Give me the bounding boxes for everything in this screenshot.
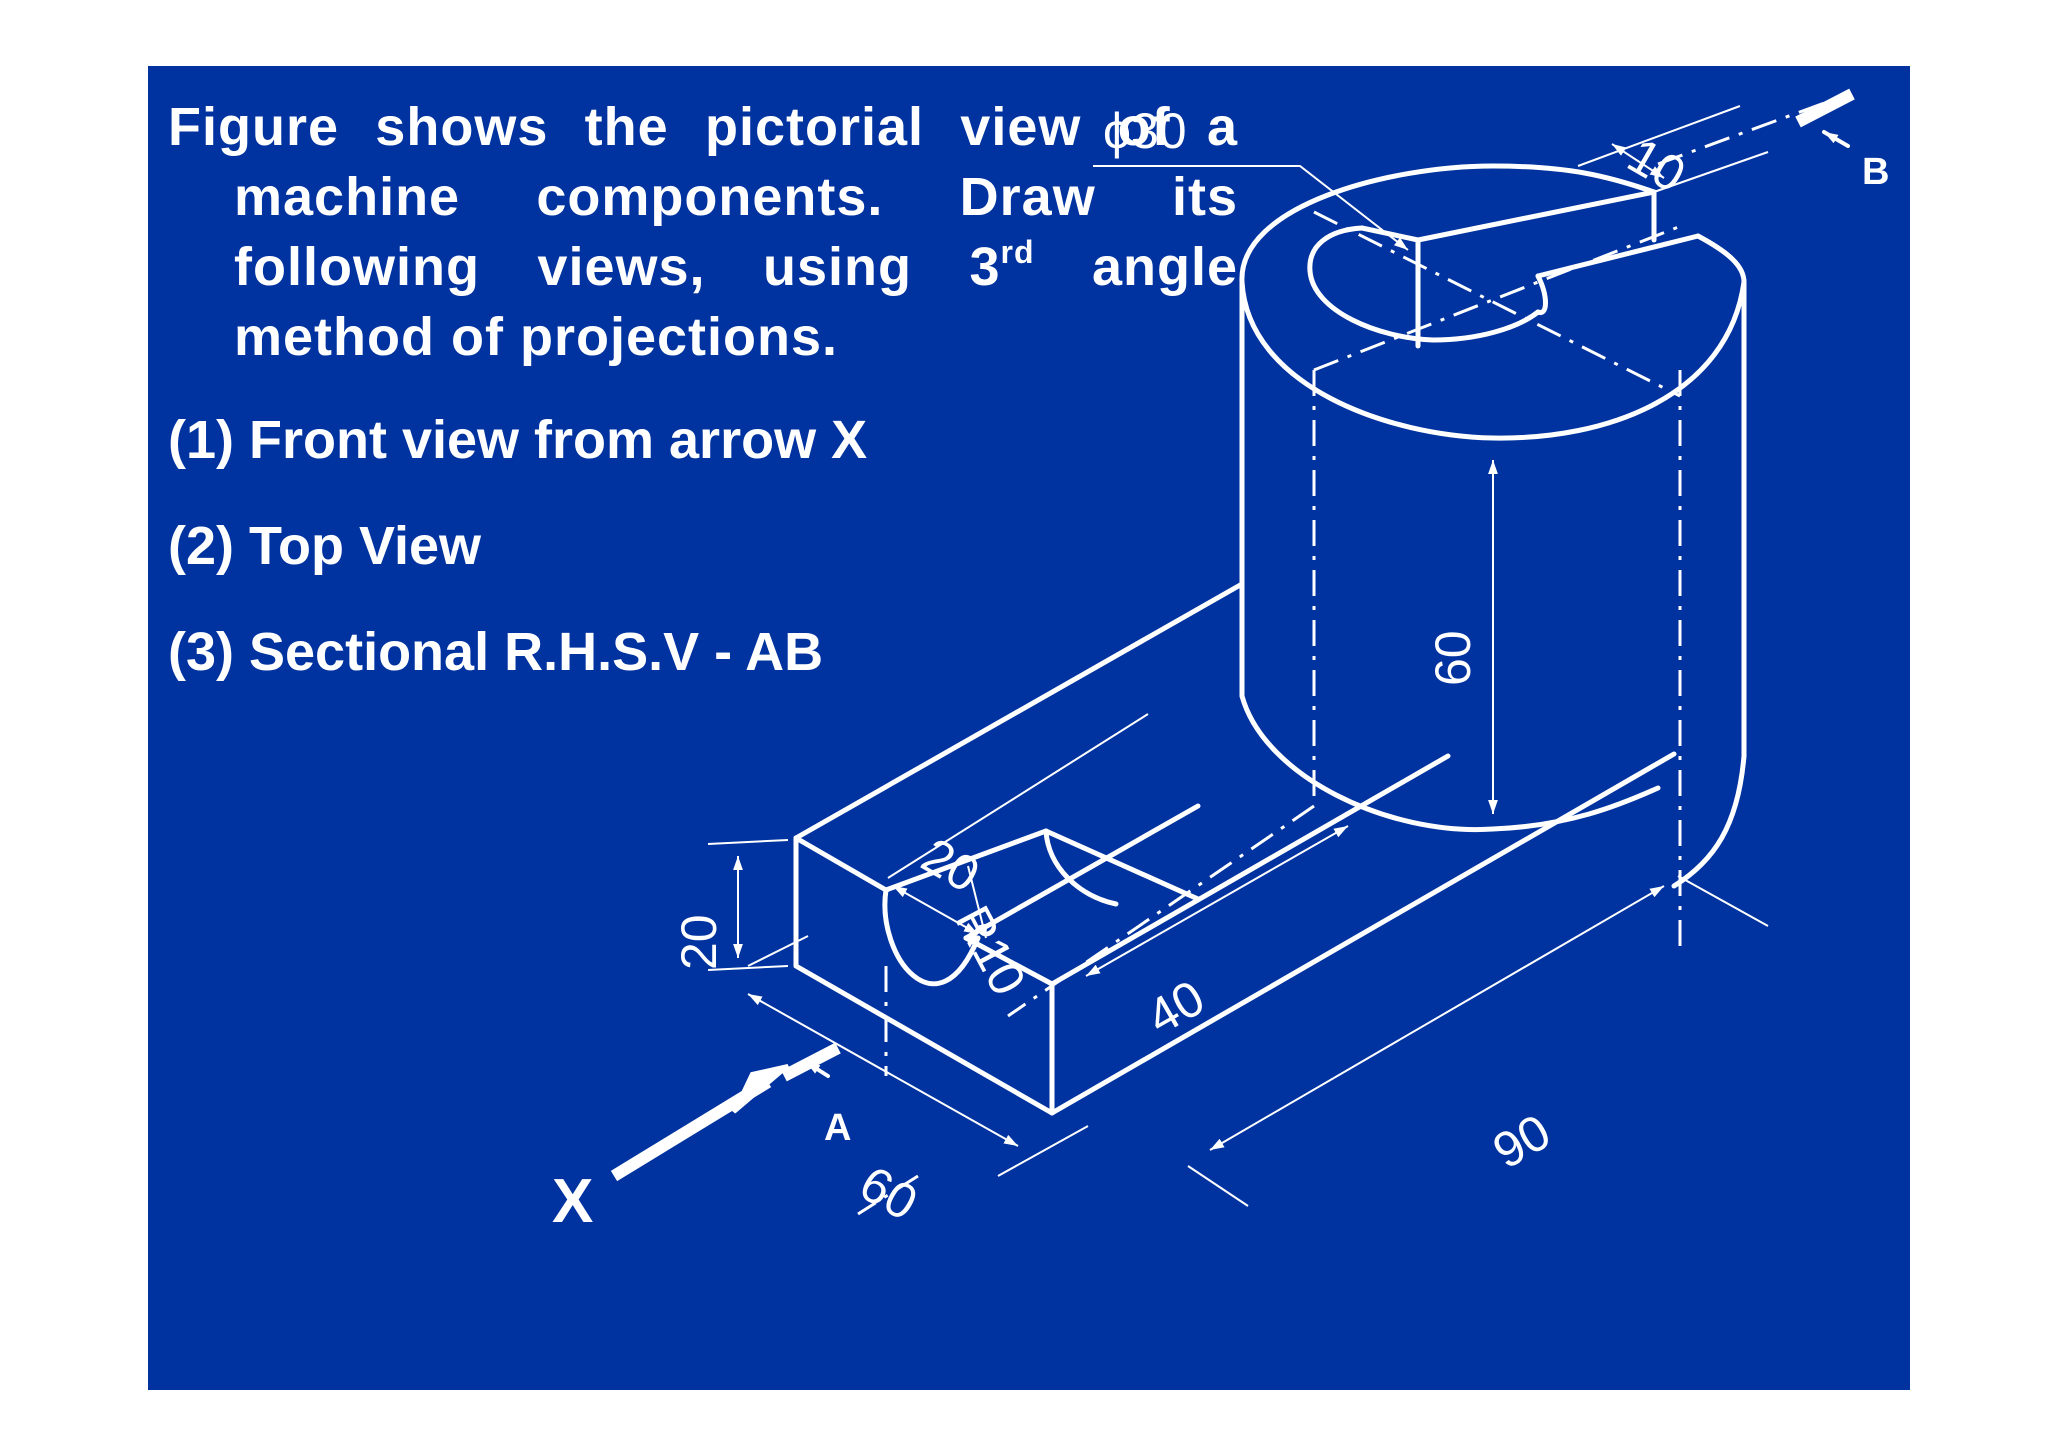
base-width-ext — [747, 935, 809, 967]
base-groove-end-edge — [963, 935, 1055, 987]
base-height-ext-bottom — [707, 965, 789, 971]
task-top-view: (2) Top View — [168, 516, 482, 576]
view-x-label: X — [552, 1167, 593, 1236]
base-right-top-edge — [1049, 753, 1451, 987]
statement-superscript: rd — [1000, 234, 1035, 270]
groove-left-edge — [883, 828, 1049, 893]
base-length-ext-2 — [1187, 1165, 1249, 1207]
hole-ellipse-back — [1359, 225, 1421, 243]
view-x-arrow-head — [732, 1064, 790, 1114]
dimension-lines — [707, 105, 1769, 1207]
slot-inner-arc — [1535, 273, 1548, 315]
instructions-panel: Figure shows the pictorial view of a mac… — [168, 92, 1238, 684]
base-height-ext-top — [707, 839, 789, 845]
base-width-ext-2 — [997, 1125, 1089, 1177]
slot-width-ext-2 — [1653, 151, 1769, 193]
base-top-left-edge — [793, 581, 1245, 841]
base-length-label: 90 — [1484, 1103, 1560, 1179]
slot-floor — [1535, 233, 1701, 279]
groove-width-dim — [887, 713, 1149, 879]
top-diagonal-centerline-2 — [1313, 222, 1687, 372]
task-front-view: (1) Front view from arrow X — [168, 410, 868, 470]
isometric-drawing: ϕ30 10 60 20 R10 40 20 60 90 X A B — [552, 88, 1889, 1236]
section-a-arrow — [804, 1060, 830, 1078]
section-b-label: B — [1862, 151, 1889, 193]
cylinder-bottom-front-curve — [1239, 693, 1661, 833]
section-plane-line-a — [857, 1174, 919, 1216]
cylinder-top-outer-back — [1239, 163, 1657, 285]
problem-statement: Figure shows the pictorial view of a mac… — [168, 92, 1238, 372]
groove-front-arc — [882, 887, 981, 987]
groove-width-dim-arrow — [892, 885, 979, 935]
section-a-cut-mark — [781, 1042, 841, 1082]
statement-part-1: Figure shows the pictorial view of a mac… — [168, 97, 1238, 297]
cylinder-top-outer-front — [1239, 279, 1747, 441]
section-plane-line-b — [1657, 96, 1839, 166]
groove-rear-arc — [1043, 828, 1119, 907]
groove-radius-leader — [967, 865, 988, 939]
drawing-sheet: ϕ30 10 60 20 R10 40 20 60 90 X A B Figur… — [148, 66, 1910, 1390]
slot-top-edge — [1415, 189, 1657, 243]
cylinder-bottom-back-curve — [1671, 753, 1747, 889]
base-width-dim — [747, 993, 1019, 1147]
slot-width-ext — [1577, 105, 1741, 167]
section-b-cut-mark — [1795, 88, 1855, 128]
base-width-label: 60 — [851, 1155, 927, 1231]
section-a-label: A — [824, 1107, 851, 1149]
base-top-front-edge — [793, 835, 889, 893]
base-length-ext — [1677, 875, 1769, 927]
hole-diameter-leader — [1093, 165, 1409, 251]
section-b-arrow — [1822, 130, 1850, 148]
hole-diameter-label: ϕ30 — [1103, 103, 1187, 159]
statement-part-2: angle method of projections. — [234, 237, 1238, 367]
hole-ellipse — [1307, 225, 1541, 343]
groove-length-label: 40 — [1138, 969, 1214, 1045]
view-markers — [610, 88, 1855, 1182]
groove-radius-label: R10 — [944, 897, 1037, 1004]
task-sectional-view: (3) Sectional R.H.S.V - AB — [168, 622, 824, 682]
base-height-label: 20 — [671, 914, 727, 970]
cylinder-height-label: 60 — [1425, 630, 1481, 686]
top-diagonal-centerline — [1313, 210, 1681, 398]
slot-width-label: 10 — [1619, 127, 1695, 203]
base-length-dim — [1209, 885, 1665, 1151]
cylinder-top-outer-back-right — [1695, 233, 1747, 285]
groove-width-label: 20 — [913, 827, 989, 903]
groove-top-edge — [1043, 828, 1201, 902]
